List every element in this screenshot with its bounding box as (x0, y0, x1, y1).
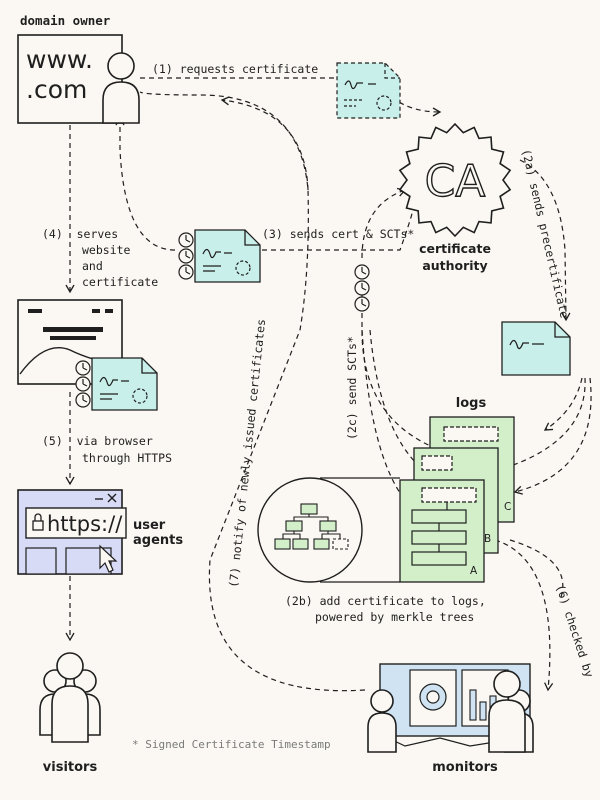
user-agents-label-1: user (133, 518, 166, 533)
ca-seal-icon: CA (398, 122, 512, 238)
step-2c-label: (2c) send SCTs* (345, 336, 359, 440)
scts-up-to-ca (361, 187, 407, 259)
arrow-cert-to-owner (115, 116, 176, 251)
arrow-step-3 (262, 209, 414, 251)
ca-label-line-2: authority (422, 258, 487, 273)
ca-label-line-1: certificate (419, 241, 491, 256)
arrow-step-7 (139, 91, 366, 692)
step-4-line-1: (4) serves (42, 227, 118, 241)
monitors-label: monitors (432, 760, 498, 775)
step-5-line-1: (5) via browser (42, 434, 153, 448)
url-text: https:// (47, 512, 123, 536)
visitors-group-icon (39, 652, 101, 743)
browser-window-icon (17, 489, 127, 575)
website-certificate-with-scts (75, 357, 158, 411)
arrow-step-2a (519, 159, 571, 322)
arrow-step-2c (361, 295, 441, 451)
footnote: * Signed Certificate Timestamp (132, 738, 331, 751)
arrow-to-log-c (543, 377, 583, 431)
step-4-line-4: certificate (82, 275, 158, 289)
requested-certificate-icon (336, 62, 401, 119)
log-a-letter: A (470, 565, 478, 577)
arrow-log-b-to-monitors (509, 539, 564, 601)
step-6-label: (6) checked by (553, 583, 596, 680)
issued-certificate-with-scts (178, 229, 261, 283)
precertificate-icon (501, 321, 571, 376)
visitors-label: visitors (43, 760, 98, 775)
step-5-line-2: through HTTPS (82, 451, 172, 465)
step-4-line-2: website (82, 243, 131, 257)
monitors-people-icon (367, 670, 534, 753)
domain-owner-person-icon (102, 52, 140, 124)
arrow-to-log-a (513, 377, 592, 495)
log-c-letter: C (504, 501, 511, 513)
website-line-2: .com (26, 75, 87, 104)
step-1-label: (1) requests certificate (152, 62, 318, 76)
merkle-tree-icon (257, 477, 363, 583)
scts-to-logs-line-2 (361, 329, 406, 501)
step-3-label: (3) sends cert & SCTs* (262, 227, 414, 241)
arrow-ca-to-owner-top (220, 96, 309, 191)
log-a: A (399, 479, 485, 583)
user-agents-label-2: agents (133, 533, 183, 548)
website-line-1: www. (26, 45, 93, 74)
step-2b-line-1: (2b) add certificate to logs, (285, 594, 486, 608)
logs-label: logs (456, 396, 487, 411)
domain-owner-label: domain owner (20, 13, 111, 28)
log-b-letter: B (484, 533, 491, 545)
step-2a-label: (2a) sends precertificate (519, 148, 572, 320)
scts-stack-icon (354, 264, 370, 312)
step-4-line-3: and (82, 259, 103, 273)
ca-mark: CA (425, 156, 486, 207)
arrow-to-log-b (503, 377, 586, 471)
step-2b-line-2: powered by merkle trees (315, 610, 474, 624)
